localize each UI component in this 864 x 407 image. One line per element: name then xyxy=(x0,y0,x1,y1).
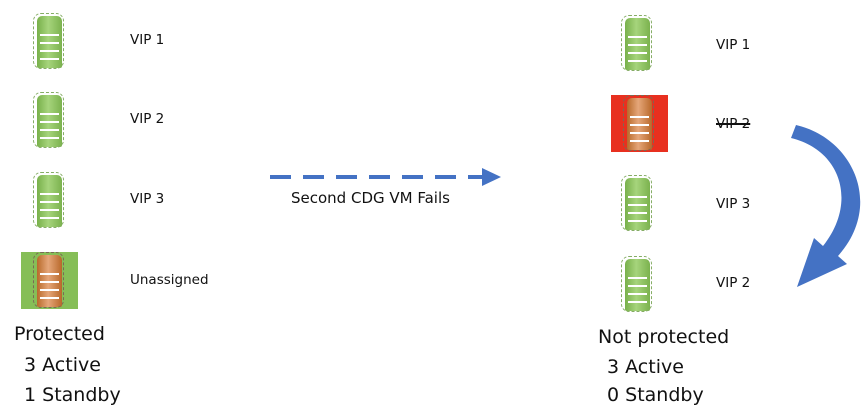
right-status-protection: Not protected xyxy=(598,326,730,348)
right-status-standby: 0 Standby xyxy=(607,384,704,406)
left-status-active: 3 Active xyxy=(24,354,101,376)
transition-caption: Second CDG VM Fails xyxy=(291,189,450,207)
left-vip2-label: VIP 2 xyxy=(130,111,165,127)
right-server-failed-icon xyxy=(623,95,656,153)
right-server-vip2-icon xyxy=(621,256,654,314)
right-server-vip3-icon xyxy=(621,175,654,233)
right-vip2-label: VIP 2 xyxy=(716,275,751,291)
left-unassigned-label: Unassigned xyxy=(130,272,209,288)
left-server-vip1-icon xyxy=(33,13,66,71)
right-server-vip1-icon xyxy=(621,15,654,73)
left-status-protection: Protected xyxy=(14,323,105,345)
right-vip1-label: VIP 1 xyxy=(716,37,751,53)
right-vip2-failed-label: VIP 2 xyxy=(716,116,751,132)
left-server-vip2-icon xyxy=(33,92,66,150)
right-vip3-label: VIP 3 xyxy=(716,196,751,212)
left-vip3-label: VIP 3 xyxy=(130,191,165,207)
left-server-unassigned-icon xyxy=(33,252,66,310)
left-status-standby: 1 Standby xyxy=(24,384,121,406)
left-server-vip3-icon xyxy=(33,172,66,230)
right-status-active: 3 Active xyxy=(607,356,684,378)
left-vip1-label: VIP 1 xyxy=(130,32,165,48)
